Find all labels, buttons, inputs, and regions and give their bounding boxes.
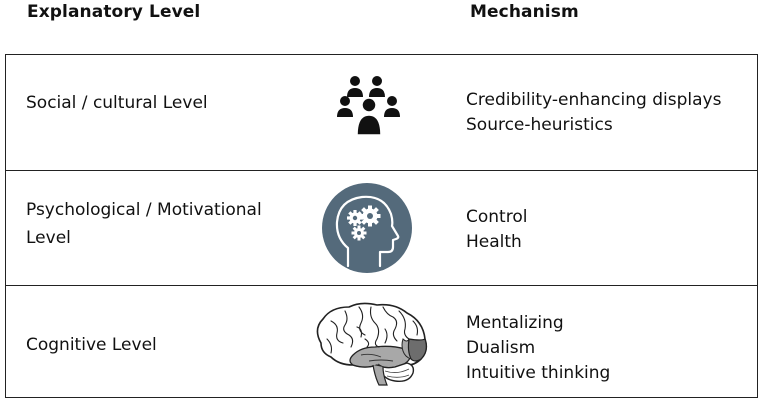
- mechanism-header: Mechanism: [470, 2, 579, 22]
- head-gears-icon: [322, 183, 412, 273]
- level-line: Level: [26, 228, 71, 248]
- mechanism-list-cognitive: Mentalizing Dualism Intuitive thinking: [466, 311, 610, 386]
- mechanism-item: Mentalizing: [466, 313, 564, 333]
- brain-icon: [316, 302, 428, 386]
- mechanism-list-psychological: Control Health: [466, 205, 527, 255]
- levels-table: Social / cultural Level Credibility-enha…: [5, 54, 758, 398]
- explanatory-level-header: Explanatory Level: [27, 2, 201, 22]
- mechanism-list-social: Credibility-enhancing displays Source-he…: [466, 88, 721, 138]
- level-line: Social / cultural Level: [26, 93, 208, 113]
- level-label-psychological: Psychological / Motivational Level: [26, 196, 262, 252]
- table-row-social: Social / cultural Level Credibility-enha…: [6, 55, 757, 170]
- level-label-cognitive: Cognitive Level: [26, 331, 157, 359]
- level-line: Cognitive Level: [26, 335, 157, 355]
- table-row-psychological: Psychological / Motivational Level: [6, 170, 757, 285]
- table-row-cognitive: Cognitive Level: [6, 285, 757, 397]
- mechanism-item: Dualism: [466, 338, 536, 358]
- group-people-icon: [337, 76, 400, 135]
- mechanism-item: Control: [466, 207, 528, 227]
- mechanism-item: Source-heuristics: [466, 115, 613, 135]
- mechanism-item: Health: [466, 232, 522, 252]
- mechanism-item: Intuitive thinking: [466, 363, 611, 383]
- mechanism-item: Credibility-enhancing displays: [466, 90, 722, 110]
- level-line: Psychological / Motivational: [26, 200, 262, 220]
- level-label-social: Social / cultural Level: [26, 89, 208, 117]
